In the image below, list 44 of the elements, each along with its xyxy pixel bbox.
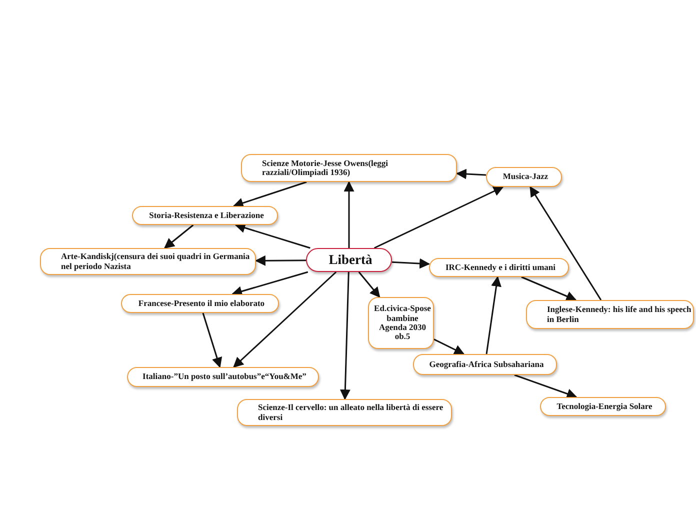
topic-box (121, 294, 279, 313)
topic-text: Arte-Kandiskj(censura dei suoi quadri in Germania nel periodo Nazista (61, 252, 251, 271)
topic-text: Italiano-”Un posto sull’autobus”e“You&Me” (142, 372, 306, 382)
arrow (486, 276, 502, 354)
topic-text: Scienze-Il cervello: un alleato nella libertà di essere diversi (258, 403, 444, 422)
arrow (234, 222, 310, 249)
arrow (358, 272, 380, 298)
topic-box (127, 367, 319, 387)
arrow (514, 374, 578, 399)
arrow (164, 224, 194, 249)
arrow (392, 258, 430, 269)
arrow (232, 181, 307, 208)
arrow (434, 338, 465, 355)
topic-box (413, 354, 557, 375)
topic-box (237, 399, 452, 426)
arrow (344, 180, 354, 248)
topic-text: Inglese-Kennedy: his life and his speech in Berlin (547, 305, 692, 324)
topic-text: Ed.civica-Spose bambine Agenda 2030 ob.5 (373, 304, 432, 342)
topic-box (40, 248, 256, 275)
arrow (456, 168, 486, 180)
arrow (254, 255, 306, 266)
topic-text: Musica-Jazz (502, 172, 548, 182)
topic-box (526, 300, 694, 329)
topic-box (132, 206, 278, 225)
arrow (521, 276, 577, 302)
arrow (530, 186, 602, 300)
topic-box (540, 397, 666, 416)
topic-box (368, 297, 434, 349)
arrow (340, 272, 350, 400)
topic-box (486, 167, 562, 187)
arrow (202, 312, 222, 368)
topic-text: Francese-Presento il mio elaborato (138, 298, 265, 308)
topic-text: Tecnologia-Energia Solare (556, 402, 652, 412)
central-topic-box (306, 248, 392, 272)
topic-text: IRC-Kennedy e i diritti umani (445, 262, 556, 272)
topic-text: Scienze Motorie-Jesse Owens(leggi razziali/Olimpiadi 1936) (262, 158, 390, 178)
topic-text: Storia-Resistenza e Liberazione (149, 210, 264, 220)
arrow (233, 271, 337, 368)
arrow (232, 271, 308, 296)
topic-box (241, 154, 457, 182)
topic-box (429, 258, 569, 277)
topic-text: Geografia-Africa Subsahariana (429, 360, 544, 370)
arrow (374, 186, 504, 249)
topic-text: Libertà (328, 252, 372, 268)
